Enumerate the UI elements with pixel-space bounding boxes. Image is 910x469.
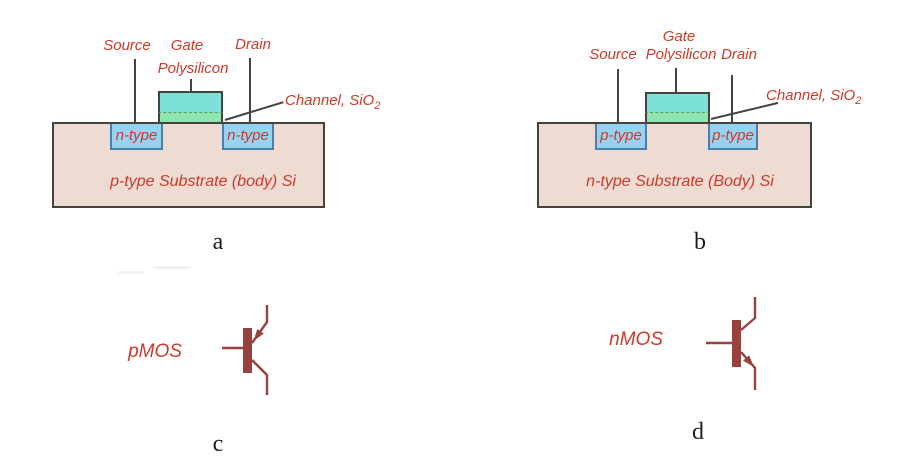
- polysilicon-gate-a: [158, 91, 223, 112]
- label-polysilicon-a: Polysilicon: [157, 60, 229, 77]
- nmos-gate-bar: [732, 320, 741, 367]
- nmos-drain-branch: [740, 297, 757, 331]
- channel-subscript-b: 2: [855, 95, 862, 107]
- label-channel-b: Channel, SiO2: [766, 88, 861, 108]
- pmos-gate-bar: [243, 328, 252, 373]
- nmos-source-branch: [740, 351, 757, 390]
- nmos-transistor-icon: [706, 297, 757, 390]
- pmos-transistor-icon: [222, 305, 269, 395]
- channel-subscript-a: 2: [374, 100, 381, 112]
- drain-well-b: p-type: [708, 124, 758, 150]
- caption-c: c: [212, 431, 224, 457]
- source-lead-line-b: [617, 69, 619, 122]
- gate-lead-line-b: [675, 68, 677, 92]
- channel-text-a: Channel, SiO: [285, 92, 375, 109]
- label-ntype-right: n-type: [227, 127, 269, 145]
- polysilicon-gate-b: [645, 92, 710, 112]
- label-pmos: pMOS: [128, 341, 182, 362]
- oxide-channel-a: [158, 112, 223, 122]
- caption-b: b: [694, 229, 706, 255]
- label-gate-b: Gate: [662, 28, 696, 45]
- faint-artifact-mark: [118, 271, 144, 274]
- label-substrate-b: n-type Substrate (Body) Si: [586, 173, 774, 190]
- label-source-b: Source: [589, 46, 637, 63]
- label-drain-a: Drain: [235, 36, 271, 53]
- label-nmos: nMOS: [609, 329, 663, 350]
- drain-well-a: n-type: [222, 124, 274, 150]
- drain-lead-line-a: [249, 58, 251, 122]
- substrate-body-a: [52, 122, 325, 208]
- gate-lead-line-a: [190, 79, 192, 91]
- caption-a: a: [212, 229, 224, 255]
- oxide-channel-b: [645, 112, 710, 122]
- substrate-body-b: [537, 122, 812, 208]
- drain-lead-line-b: [731, 75, 733, 122]
- faint-artifact-mark: [155, 266, 189, 269]
- pmos-source-branch: [251, 305, 269, 344]
- label-channel-a: Channel, SiO2: [285, 93, 380, 113]
- label-polysilicon-b: Polysilicon: [645, 46, 717, 63]
- label-ptype-right: p-type: [712, 127, 754, 145]
- nmos-arrow-out: [743, 355, 754, 367]
- label-substrate-a: p-type Substrate (body) Si: [110, 173, 296, 190]
- label-drain-b: Drain: [721, 46, 757, 63]
- label-gate-a: Gate: [170, 37, 204, 54]
- channel-pointer-line-a: [224, 101, 284, 121]
- label-source-a: Source: [103, 37, 151, 54]
- label-ntype-left: n-type: [115, 127, 158, 145]
- pmos-drain-branch: [251, 359, 269, 395]
- pmos-arrow-in: [253, 329, 264, 341]
- label-ptype-left: p-type: [600, 127, 642, 145]
- channel-text-b: Channel, SiO: [766, 87, 856, 104]
- source-well-a: n-type: [110, 124, 163, 150]
- source-well-b: p-type: [595, 124, 647, 150]
- caption-d: d: [692, 419, 704, 445]
- source-lead-line-a: [134, 59, 136, 122]
